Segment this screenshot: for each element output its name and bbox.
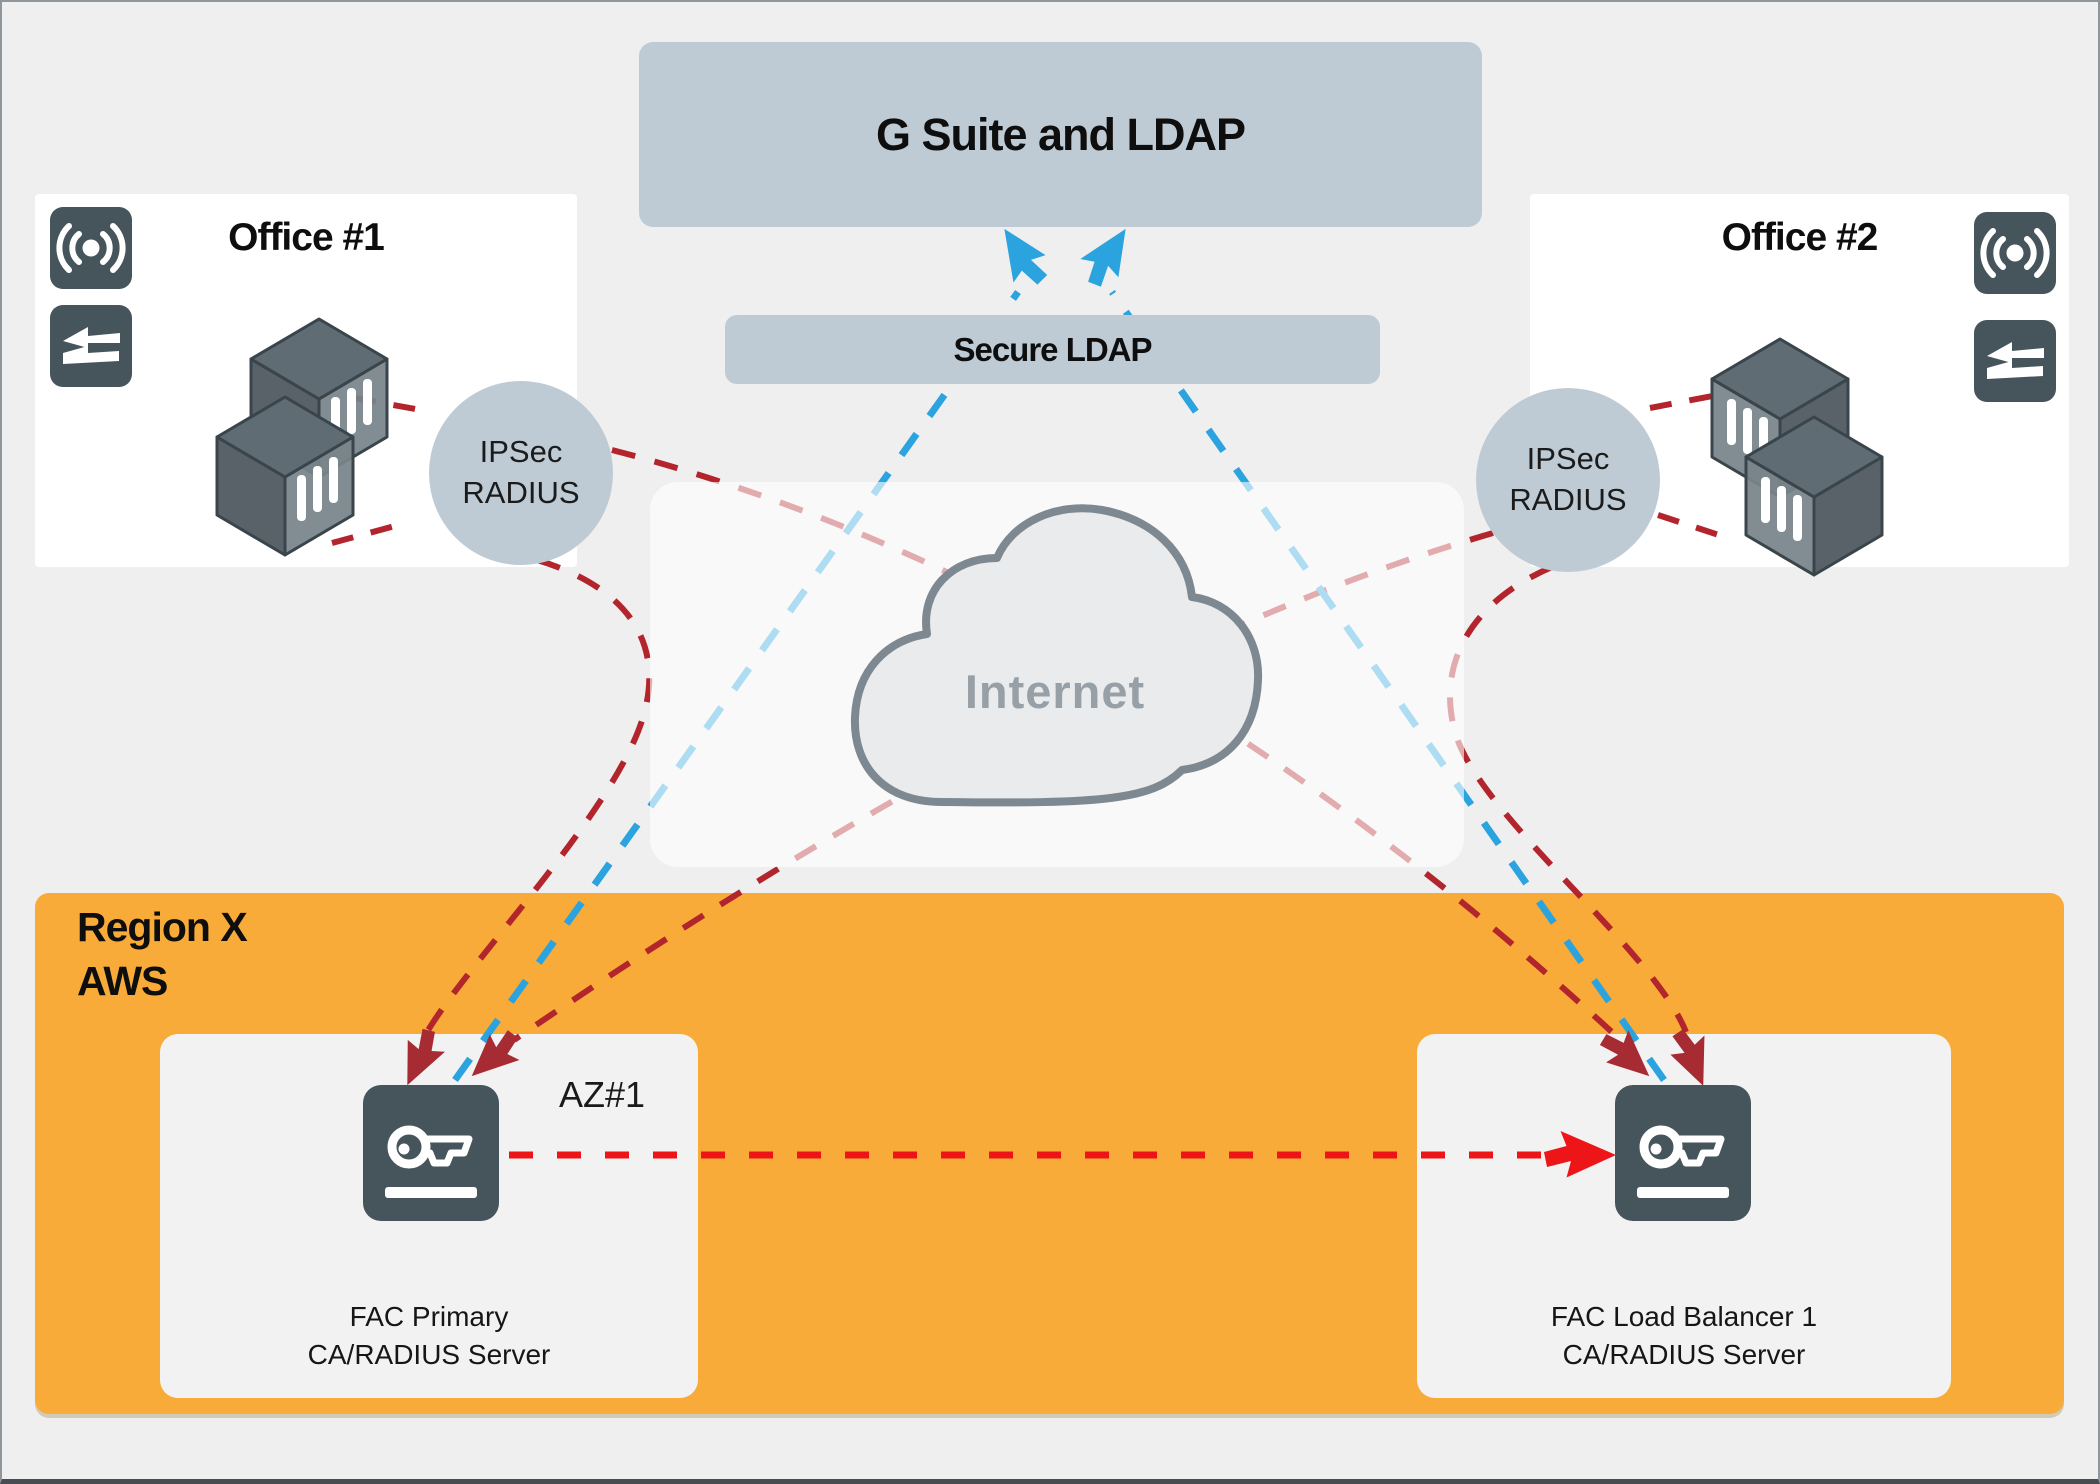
fac-primary-line2: CA/RADIUS Server bbox=[307, 1338, 551, 1370]
fac-primary-label: FAC Primary CA/RADIUS Server bbox=[160, 1298, 698, 1374]
region-line1: Region X bbox=[77, 904, 248, 950]
fac-lb-line2: CA/RADIUS Server bbox=[1562, 1338, 1806, 1370]
wireless-icon-2 bbox=[1974, 212, 2056, 294]
office2-title: Office #2 bbox=[1721, 216, 1879, 259]
gsuite-ldap-box: G Suite and LDAP bbox=[639, 42, 1482, 227]
transfer-icon bbox=[50, 305, 132, 387]
fac-lb-line1: FAC Load Balancer 1 bbox=[1550, 1301, 1818, 1332]
fac-primary-line1: FAC Primary bbox=[349, 1301, 509, 1332]
fac-lb-label: FAC Load Balancer 1 CA/RADIUS Server bbox=[1417, 1298, 1951, 1374]
region-line2: AWS bbox=[77, 958, 168, 1005]
key-icon-lb bbox=[1615, 1085, 1751, 1221]
aws-region-label: Region X AWS bbox=[77, 900, 248, 1008]
transfer-icon-2 bbox=[1974, 320, 2056, 402]
gsuite-ldap-title: G Suite and LDAP bbox=[875, 108, 1246, 160]
office1-title: Office #1 bbox=[228, 216, 385, 259]
wireless-icon bbox=[50, 207, 132, 289]
key-icon-primary bbox=[363, 1085, 499, 1221]
